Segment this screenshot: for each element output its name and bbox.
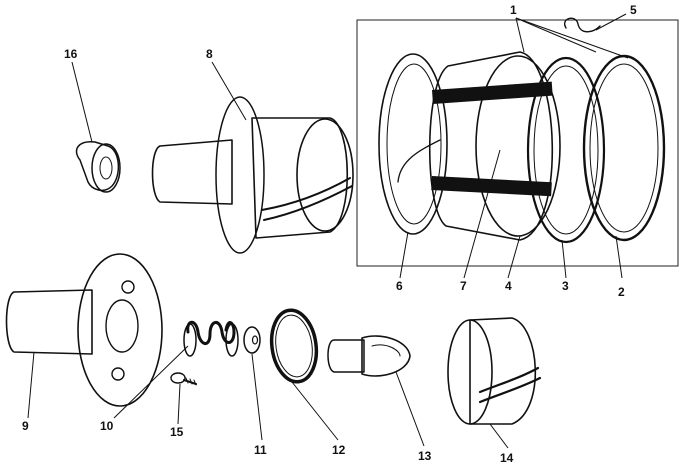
- callout-2: 2: [618, 285, 625, 299]
- part-11-washer: [243, 326, 261, 354]
- part-12-seal-ring: [269, 308, 319, 384]
- callout-1: 1: [510, 3, 517, 17]
- part-4-lens: [475, 55, 561, 237]
- part-16-grommet: [75, 141, 121, 193]
- part-9-housing: [5, 253, 163, 407]
- part-5-clip: [564, 17, 601, 33]
- callout-12: 12: [332, 443, 346, 457]
- callout-4: 4: [505, 279, 512, 293]
- callout-14: 14: [500, 451, 514, 465]
- callout-labels: 1 5 16 8 6 7 4 3 2 9 10 15 11 12 13 14: [22, 3, 637, 465]
- part-2-outer-rim: [582, 54, 666, 242]
- callout-3: 3: [562, 279, 569, 293]
- part-10-spring: [183, 320, 239, 357]
- callout-16: 16: [64, 47, 78, 61]
- callout-15: 15: [170, 425, 184, 439]
- callout-11: 11: [254, 443, 267, 457]
- part-6-back-ring: [378, 53, 448, 235]
- part-8-side-lamp: [151, 96, 354, 254]
- callout-10: 10: [100, 419, 114, 433]
- callout-7: 7: [460, 279, 467, 293]
- headlamp-assembly: [378, 17, 666, 244]
- part-14-lens-cap: [447, 317, 542, 425]
- assembly-frame: [356, 19, 679, 267]
- part-15-screw: [170, 372, 197, 386]
- callout-8: 8: [206, 47, 213, 61]
- part-13-bulb: [327, 335, 411, 377]
- callout-13: 13: [418, 449, 432, 463]
- leader-lines: [27, 13, 629, 449]
- callout-6: 6: [396, 279, 403, 293]
- callout-9: 9: [22, 419, 29, 433]
- callout-5: 5: [630, 3, 637, 17]
- part-3-rim: [526, 56, 606, 244]
